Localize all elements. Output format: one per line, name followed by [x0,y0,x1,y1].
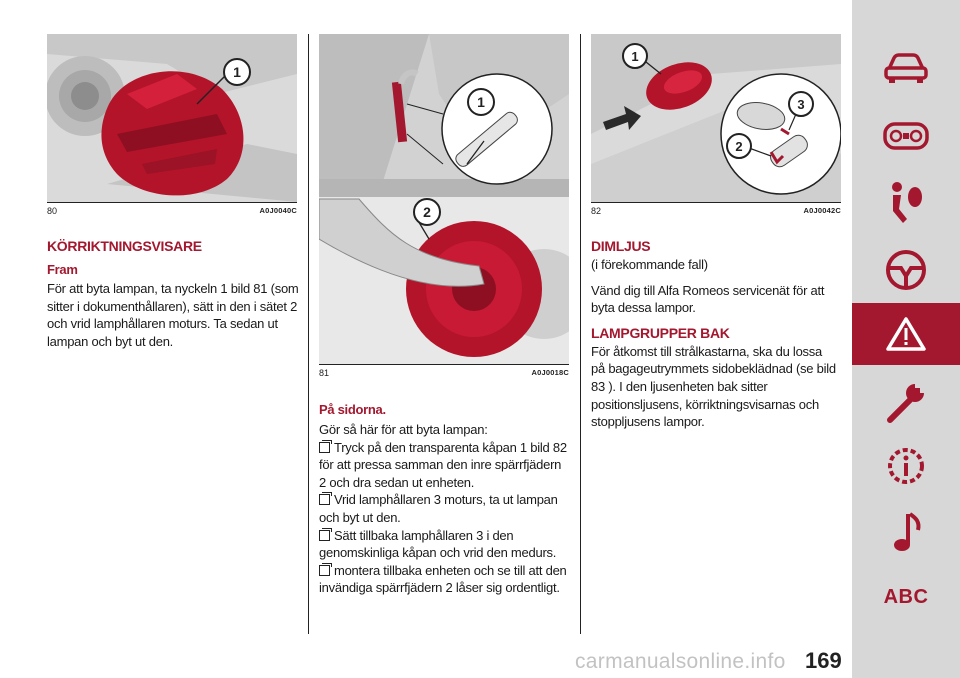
step-item: Sätt tillbaka lamphållaren 3 i den genom… [319,527,571,562]
section-heading: KÖRRIKTNINGSVISARE [47,238,202,254]
step-item: Tryck på den transparenta kåpan 1 bild 8… [319,439,571,492]
steering-wheel-icon [886,250,926,290]
figure-81-caption: 81 A0J0018C [319,368,569,378]
sidebar-item-safety[interactable] [852,172,960,232]
step-item: montera tillbaka enheten och se till att… [319,562,571,597]
section-heading: DIMLJUS [591,238,651,254]
section-heading: LAMPGRUPPER BAK [591,324,730,341]
figure-code: A0J0042C [803,206,841,215]
checkbox-bullet-icon [319,527,332,541]
column-2-text: På sidorna. Gör så här för att byta lamp… [319,402,571,597]
page-number: 169 [805,648,842,673]
figure-82-callout-3: 3 [797,97,804,112]
note-text: (i förekommande fall) [591,257,708,272]
figure-82-caption: 82 A0J0042C [591,206,841,216]
subheading: På sidorna. [319,402,386,417]
checkbox-bullet-icon [319,562,332,576]
step-text: Tryck på den transparenta kåpan 1 bild 8… [319,439,567,490]
dashboard-icon [883,122,929,150]
chapter-sidebar: ABC [852,0,960,678]
checkbox-bullet-icon [319,439,332,453]
sidebar-item-driving[interactable] [852,240,960,300]
sidebar-item-multimedia[interactable] [852,502,960,562]
figure-number: 81 [319,368,330,378]
step-item: Vrid lamphållaren 3 moturs, ta ut lampan… [319,491,571,526]
column-3-text: DIMLJUS (i förekommande fall) Vänd dig t… [591,238,839,431]
figure-code: A0J0040C [259,206,297,215]
info-icon [888,448,924,484]
airbag-icon [892,182,922,223]
column-1-text: KÖRRIKTNINGSVISARE Fram För att byta lam… [47,238,299,350]
figure-81-image: 1 2 [319,34,569,364]
step-text: Vrid lamphållaren 3 moturs, ta ut lampan… [319,492,558,525]
figure-81-callout-1: 1 [477,94,485,110]
sidebar-item-car[interactable] [852,40,960,96]
figure-80-callout-1: 1 [233,64,241,80]
figure-number: 80 [47,206,58,216]
wrench-icon [887,384,924,423]
sidebar-item-index[interactable]: ABC [852,572,960,622]
column-divider [580,34,581,634]
checkbox-bullet-icon [319,492,332,506]
figure-82-callout-2: 2 [735,139,742,154]
paragraph: Vänd dig till Alfa Romeos servicenät för… [591,282,825,316]
intro-text: Gör så här för att byta lampan: [319,422,488,437]
figure-82-image: 1 3 2 [591,34,841,202]
step-text: Sätt tillbaka lamphållaren 3 i den genom… [319,527,557,561]
figure-code: A0J0018C [531,368,569,377]
figure-80-image: 1 [47,34,297,202]
warning-icon [886,317,926,351]
figure-81-caption-rule [319,364,569,365]
paragraph: För att byta lampan, ta nyckeln 1 bild 8… [47,281,299,349]
figure-80-caption: 80 A0J0040C [47,206,297,216]
subheading: Fram [47,262,78,277]
sidebar-item-emergency[interactable] [852,303,960,365]
figure-number: 82 [591,206,602,216]
paragraph: För åtkomst till strålkastarna, ska du l… [591,343,836,430]
figure-80-caption-rule [47,202,297,203]
sidebar-item-maintenance[interactable] [852,372,960,432]
step-text: montera tillbaka enheten och se till att… [319,562,567,596]
figure-82-caption-rule [591,202,841,203]
column-divider [308,34,309,634]
abc-icon: ABC [883,585,929,608]
car-icon [884,53,928,83]
figure-82-callout-1: 1 [631,49,638,64]
music-note-icon [894,512,921,551]
sidebar-item-technical-data[interactable] [852,436,960,496]
watermark: carmanualsonline.info [575,650,786,673]
sidebar-item-dashboard[interactable] [852,108,960,164]
figure-81-callout-2: 2 [423,204,431,220]
